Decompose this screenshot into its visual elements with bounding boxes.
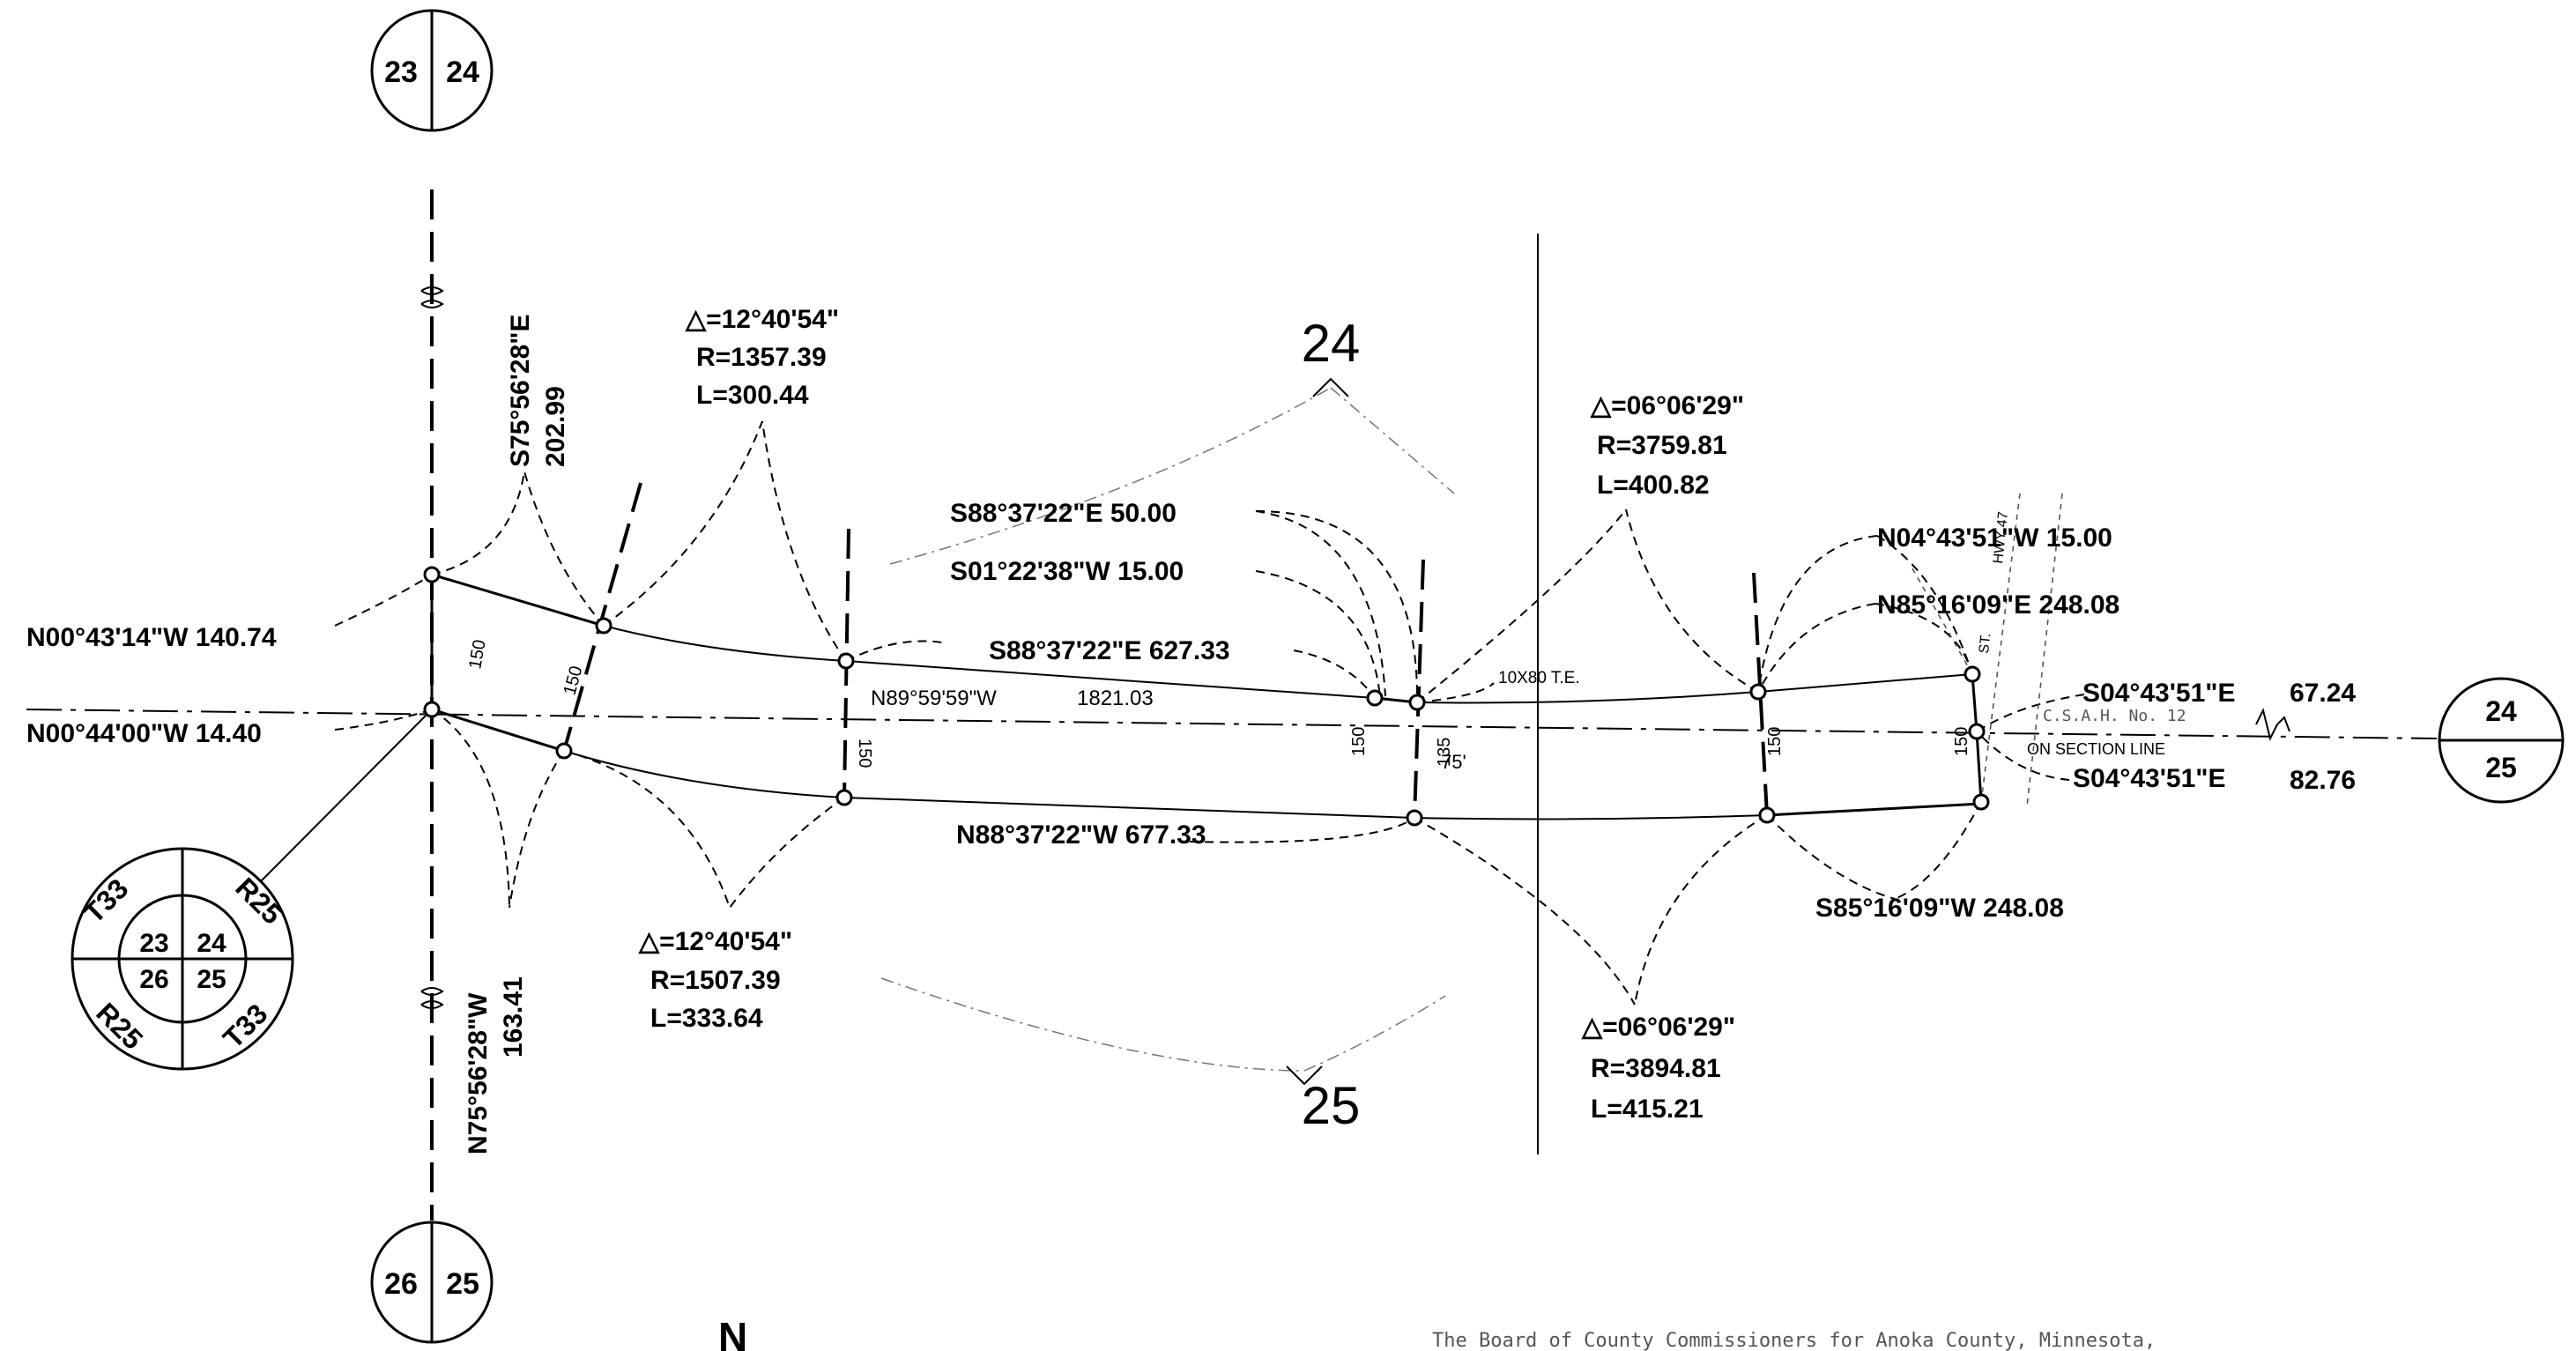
bearing-n00-43-14: N00°43'14"W 140.74 bbox=[26, 623, 277, 652]
curve-1-radius: R=1357.39 bbox=[696, 343, 827, 372]
locator-section-25: 25 bbox=[197, 965, 226, 994]
temporary-easement-note: 10X80 T.E. bbox=[1498, 669, 1580, 687]
curve-1-length: L=300.44 bbox=[696, 381, 809, 410]
width-150-f: 150 bbox=[1952, 727, 1971, 756]
locator-section-26: 26 bbox=[139, 965, 168, 994]
dimension-leaders bbox=[334, 420, 2085, 1006]
section-marker-top: 23 24 bbox=[370, 9, 494, 132]
footer-note: The Board of County Commissioners for An… bbox=[1432, 1330, 2156, 1351]
point-pt-3 bbox=[1749, 683, 1767, 701]
bearing-s04-67: S04°43'51"E bbox=[2082, 679, 2235, 708]
locator-section-24: 24 bbox=[197, 929, 226, 958]
section-marker-right: 24 25 bbox=[2438, 677, 2565, 804]
point-pc-2 bbox=[595, 617, 612, 635]
curve-4-length: L=415.21 bbox=[1591, 1095, 1704, 1124]
bearing-s88-50-00: S88°37'22"E 50.00 bbox=[950, 499, 1177, 528]
curve-3-radius: R=3759.81 bbox=[1597, 431, 1727, 460]
distance-1821-03: 1821.03 bbox=[1077, 687, 1154, 710]
curve-data: △=12°40'54" R=1357.39 L=300.44 △=12°40'5… bbox=[638, 305, 1744, 1124]
point-pt-4 bbox=[1758, 806, 1776, 824]
point-corner-se bbox=[1972, 793, 1990, 811]
distance-67-24: 67.24 bbox=[2290, 679, 2356, 708]
bearing-s88-627-33: S88°37'22"E 627.33 bbox=[989, 636, 1230, 665]
point-section-corner bbox=[423, 701, 441, 718]
point-pc-4 bbox=[1366, 689, 1384, 707]
north-arrow-label: N bbox=[718, 1314, 747, 1351]
locator-range-top: R25 bbox=[229, 872, 288, 931]
curve-2-delta: △=12°40'54" bbox=[638, 927, 792, 956]
marker-top-left-number: 23 bbox=[384, 56, 418, 89]
bearing-s75-56-28: S75°56'28"E bbox=[506, 315, 535, 467]
notes: 10X80 T.E. C.S.A.H. No. 12 ON SECTION LI… bbox=[718, 511, 2186, 1351]
point-pc-6 bbox=[1406, 809, 1423, 827]
locator-section-23: 23 bbox=[139, 929, 168, 958]
section-numbers: 24 25 bbox=[1302, 314, 1361, 1135]
curve-4: △=06°06'29" R=3894.81 L=415.21 bbox=[1581, 1013, 1735, 1124]
point-pt-1 bbox=[837, 652, 855, 670]
bearing-s01-15-00: S01°22'38"W 15.00 bbox=[950, 557, 1184, 586]
section-number-guides bbox=[880, 377, 2063, 1086]
right-of-way-boundary bbox=[430, 573, 1983, 820]
bearing-n75-56-28: N75°56'28"W bbox=[464, 992, 493, 1154]
street-label: ST. bbox=[1977, 633, 1993, 655]
curve-3-length: L=400.82 bbox=[1597, 471, 1710, 500]
highway-label: HWY 47 bbox=[1991, 511, 2011, 565]
width-150-e: 150 bbox=[1765, 727, 1785, 756]
section-number-north: 24 bbox=[1302, 314, 1361, 373]
section-marker-bottom: 26 25 bbox=[370, 1221, 494, 1344]
locator-township-top: T33 bbox=[78, 872, 134, 929]
bearing-labels: N00°43'14"W 140.74 N00°44'00"W 14.40 S75… bbox=[26, 315, 2356, 1154]
bearing-n88-677-33: N88°37'22"W 677.33 bbox=[956, 820, 1206, 850]
bearing-s04-82: S04°43'51"E bbox=[2073, 764, 2225, 793]
point-pc-1 bbox=[423, 566, 441, 583]
curve-3-delta: △=06°06'29" bbox=[1590, 391, 1744, 420]
curve-3: △=06°06'29" R=3759.81 L=400.82 bbox=[1590, 391, 1744, 500]
point-corner-e bbox=[1968, 723, 1986, 740]
width-75: 75' bbox=[1441, 751, 1466, 773]
bearing-n85-248-08-east: N85°16'09"E 248.08 bbox=[1877, 590, 2119, 620]
curve-4-radius: R=3894.81 bbox=[1591, 1054, 1721, 1083]
marker-bottom-left-number: 26 bbox=[384, 1267, 418, 1301]
locator-circle: T33 R25 R25 T33 23 24 26 25 bbox=[71, 709, 433, 1071]
width-150-d: 150 bbox=[1349, 727, 1369, 756]
locator-leader-line bbox=[260, 709, 433, 882]
curve-2: △=12°40'54" R=1507.39 L=333.64 bbox=[638, 927, 792, 1033]
section-line-note: ON SECTION LINE bbox=[2027, 740, 2165, 758]
bearing-s85-248-08-west: S85°16'09"W 248.08 bbox=[1815, 894, 2064, 923]
curve-1: △=12°40'54" R=1357.39 L=300.44 bbox=[685, 305, 839, 410]
marker-right-bottom-number: 25 bbox=[2485, 752, 2517, 783]
width-150-a: 150 bbox=[465, 638, 489, 671]
bearing-n00-44-00: N00°44'00"W 14.40 bbox=[26, 719, 262, 748]
distance-163-41: 163.41 bbox=[499, 976, 528, 1058]
point-corner-ne bbox=[1964, 665, 1981, 683]
point-pt-2 bbox=[835, 789, 853, 806]
marker-right-top-number: 24 bbox=[2485, 695, 2517, 727]
marker-top-right-number: 24 bbox=[446, 56, 479, 89]
width-150-c: 150 bbox=[855, 739, 874, 768]
curve-1-delta: △=12°40'54" bbox=[685, 305, 839, 334]
curve-2-radius: R=1507.39 bbox=[650, 966, 781, 995]
bearing-n89-59-59: N89°59'59"W bbox=[871, 687, 997, 710]
curve-4-delta: △=06°06'29" bbox=[1581, 1013, 1735, 1042]
curve-2-length: L=333.64 bbox=[650, 1004, 763, 1033]
section-number-south: 25 bbox=[1302, 1076, 1361, 1135]
survey-points bbox=[423, 566, 1990, 827]
distance-82-76: 82.76 bbox=[2290, 766, 2356, 795]
bearing-n04-15-00: N04°43'51"W 15.00 bbox=[1877, 523, 2112, 553]
width-135: 135 bbox=[1435, 738, 1454, 767]
distance-202-99: 202.99 bbox=[541, 386, 570, 467]
point-pc-3 bbox=[555, 742, 573, 760]
marker-bottom-right-number: 25 bbox=[446, 1267, 479, 1301]
csah-label: C.S.A.H. No. 12 bbox=[2043, 707, 2186, 725]
point-pc-5 bbox=[1408, 694, 1426, 711]
